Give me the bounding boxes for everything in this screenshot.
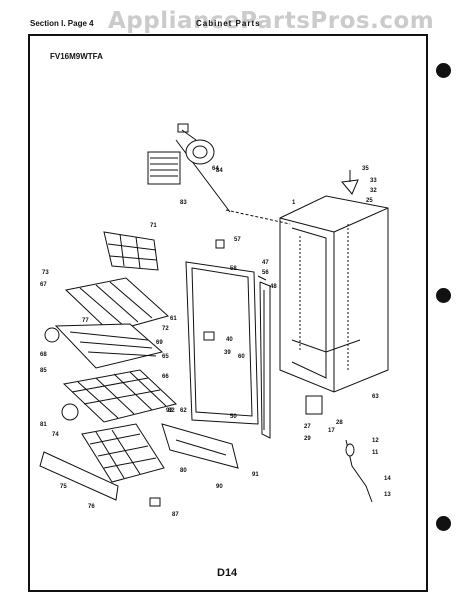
label-65: 65 xyxy=(162,354,169,360)
part-57 xyxy=(215,239,225,249)
label-61: 61 xyxy=(170,316,177,322)
label-58: 58 xyxy=(230,266,237,272)
clip-87 xyxy=(149,497,161,507)
label-14: 14 xyxy=(384,476,391,482)
upper-basket xyxy=(103,231,159,271)
label-60: 60 xyxy=(238,354,245,360)
binder-hole-top xyxy=(436,63,451,78)
shelf-fitting xyxy=(61,403,79,421)
label-39: 39 xyxy=(224,350,231,356)
cap-32 xyxy=(341,179,359,195)
label-72: 72 xyxy=(162,326,169,332)
label-28: 28 xyxy=(336,420,343,426)
label-81: 81 xyxy=(40,422,47,428)
label-33: 33 xyxy=(370,178,377,184)
label-62: 62 xyxy=(180,408,187,414)
door-panel xyxy=(185,261,271,439)
wire-basket-mid xyxy=(54,323,164,369)
callout-labels: 1 11 12 13 14 17 25 27 28 29 32 33 35 39… xyxy=(40,166,391,518)
label-68: 68 xyxy=(40,352,47,358)
wire-shelf-lower xyxy=(62,369,178,423)
label-13: 13 xyxy=(384,492,391,498)
model-number: FV16M9WTFA xyxy=(50,52,103,61)
label-69: 69 xyxy=(156,340,163,346)
label-75: 75 xyxy=(60,484,67,490)
label-77: 77 xyxy=(82,318,89,324)
label-47: 47 xyxy=(262,260,269,266)
label-63: 63 xyxy=(372,394,379,400)
label-82: 82 xyxy=(168,408,175,414)
label-27: 27 xyxy=(304,424,311,430)
binder-hole-middle xyxy=(436,288,451,303)
label-32: 32 xyxy=(370,188,377,194)
wire-shelf-top xyxy=(64,277,170,333)
label-35: 35 xyxy=(362,166,369,172)
label-80: 80 xyxy=(180,468,187,474)
label-25: 25 xyxy=(366,198,373,204)
label-92: 92 xyxy=(166,408,173,414)
label-83: 83 xyxy=(180,200,187,206)
label-50: 50 xyxy=(230,414,237,420)
diagram-frame xyxy=(28,34,428,592)
label-56: 56 xyxy=(262,270,269,276)
label-48: 48 xyxy=(270,284,277,290)
label-1: 1 xyxy=(292,200,296,206)
label-40: 40 xyxy=(226,337,233,343)
binder-hole-bottom xyxy=(436,516,451,531)
cabinet-body xyxy=(175,139,389,393)
label-85: 85 xyxy=(40,368,47,374)
label-29: 29 xyxy=(304,436,311,442)
label-11: 11 xyxy=(372,450,379,456)
page-title: Cabinet Parts xyxy=(196,19,261,28)
label-66: 66 xyxy=(162,374,169,380)
basket-rail xyxy=(39,451,119,501)
label-91: 91 xyxy=(252,472,259,478)
shelf-support xyxy=(44,327,60,343)
label-64: 64 xyxy=(212,166,219,172)
label-12: 12 xyxy=(372,438,379,444)
fan-assembly xyxy=(147,123,215,185)
hinge-bracket xyxy=(305,395,323,415)
door-trim xyxy=(161,423,239,469)
bottom-basket xyxy=(81,423,165,483)
label-17: 17 xyxy=(328,428,335,434)
label-57: 57 xyxy=(234,237,241,243)
watermark: AppliancePartsPros.com xyxy=(108,8,435,34)
label-67: 67 xyxy=(40,282,47,288)
label-76: 76 xyxy=(88,504,95,510)
part-40 xyxy=(203,331,215,341)
label-84: 84 xyxy=(216,168,223,174)
label-71: 71 xyxy=(150,223,157,229)
label-74: 74 xyxy=(52,432,59,438)
label-90: 90 xyxy=(216,484,223,490)
page-identifier: D14 xyxy=(217,567,238,579)
label-73: 73 xyxy=(42,270,49,276)
section-header: Section I. Page 4 xyxy=(30,19,94,28)
label-87: 87 xyxy=(172,512,179,518)
